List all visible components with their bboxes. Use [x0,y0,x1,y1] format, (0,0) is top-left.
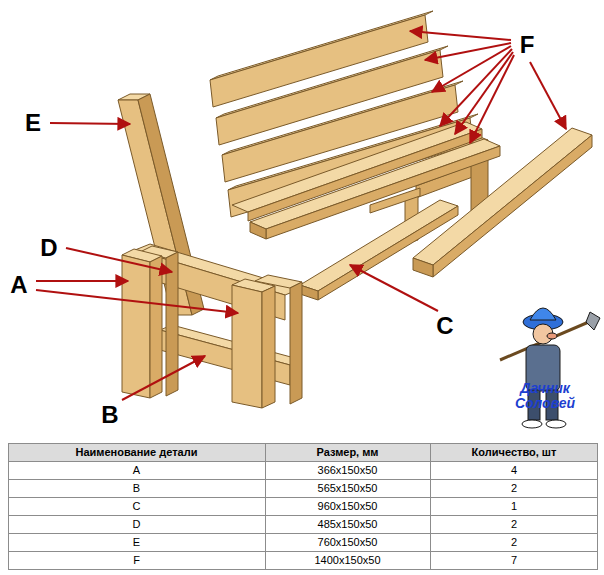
table-cell: 2 [431,515,597,533]
table-cell: 366x150x50 [266,461,429,479]
table-cell: 4 [431,461,597,479]
table-header: Количество, шт [431,443,597,461]
callout-letter: F [512,30,542,60]
table-cell: F [9,551,264,569]
callout-letter: A [4,270,34,300]
callout-letter: D [34,233,64,263]
callout-letter: B [95,400,125,430]
table-cell: 7 [431,551,597,569]
table-header: Наименование детали [9,443,264,461]
table-cell: 760x150x50 [266,533,429,551]
callout-letter: C [430,311,460,341]
table-cell: A [9,461,264,479]
table-cell: 2 [431,533,597,551]
table-cell: 2 [431,479,597,497]
callout-letter: E [18,108,48,138]
watermark: Дачник Соловей [498,376,592,416]
table-cell: 485x150x50 [266,515,429,533]
table-cell: B [9,479,264,497]
table-cell: 960x150x50 [266,497,429,515]
table-header: Размер, мм [266,443,429,461]
table-cell: 565x150x50 [266,479,429,497]
table-cell: D [9,515,264,533]
table-cell: 1400x150x50 [266,551,429,569]
table-cell: 1 [431,497,597,515]
table-cell: E [9,533,264,551]
table-cell: C [9,497,264,515]
